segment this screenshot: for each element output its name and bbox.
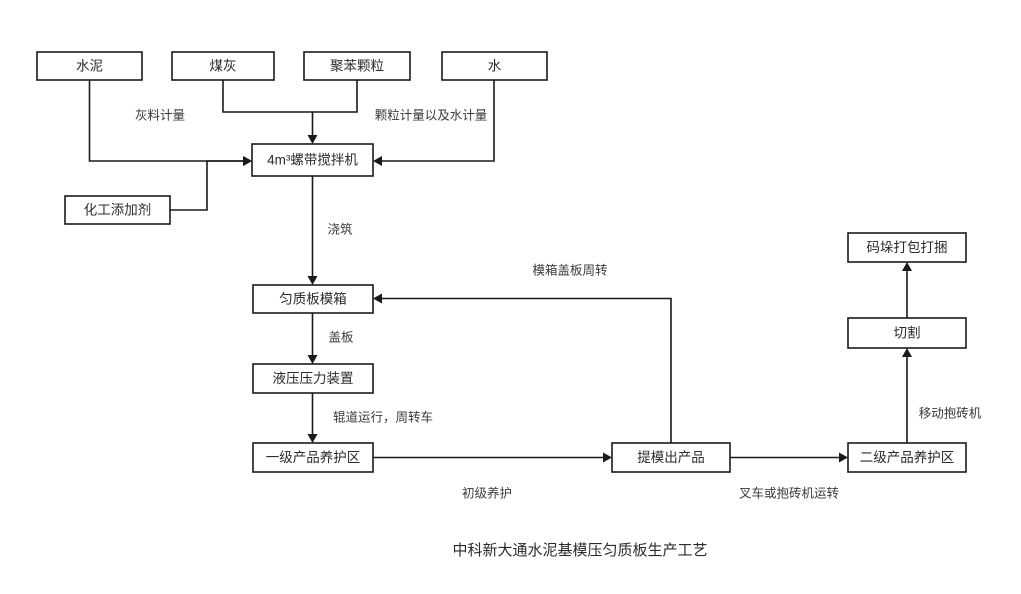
edge-cure1-to-demold: 初级养护 xyxy=(373,452,612,500)
edge-line xyxy=(170,160,244,211)
node-cure-1[interactable]: 一级产品养护区 xyxy=(252,442,374,473)
edge-demold-to-cure2: 叉车或抱砖机运转 xyxy=(730,452,848,500)
arrowhead-icon xyxy=(373,293,382,304)
node-box[interactable] xyxy=(441,51,548,81)
node-cure-2[interactable]: 二级产品养护区 xyxy=(847,442,967,473)
edge-line xyxy=(381,297,672,443)
edge-label-demold-to-cure2: 叉车或抱砖机运转 xyxy=(739,485,839,500)
edge-line xyxy=(381,80,495,162)
node-mold-box[interactable]: 匀质板模箱 xyxy=(252,284,374,314)
edge-additive-to-mixer xyxy=(170,156,252,211)
node-label-additive: 化工添加剂 xyxy=(84,203,152,218)
node-label-cure-2: 二级产品养护区 xyxy=(860,450,955,465)
node-mixer[interactable]: 4m³螺带搅拌机 xyxy=(251,143,374,177)
node-label-mixer: 4m³螺带搅拌机 xyxy=(267,153,358,168)
edge-cement-to-mixer: 灰料计量 xyxy=(88,80,252,166)
edge-cutting-to-palletizing xyxy=(902,262,912,318)
node-label-cure-1: 一级产品养护区 xyxy=(266,450,361,465)
edge-water-to-mixer: 颗粒计量以及水计量 xyxy=(373,80,495,166)
edge-moldbox-to-hydraulic: 盖板 xyxy=(307,313,354,364)
arrowhead-icon xyxy=(307,276,318,285)
node-box[interactable] xyxy=(252,442,374,473)
node-box[interactable] xyxy=(171,51,275,81)
node-box[interactable] xyxy=(252,284,374,314)
node-fly-ash[interactable]: 煤灰 xyxy=(171,51,275,81)
edge-label-hydraulic-to-cure1: 辊道运行，周转车 xyxy=(333,409,433,424)
node-cutting[interactable]: 切割 xyxy=(847,317,967,349)
node-box[interactable] xyxy=(251,143,374,177)
node-palletizing[interactable]: 码垛打包打捆 xyxy=(847,232,967,263)
node-label-palletizing: 码垛打包打捆 xyxy=(867,239,948,255)
node-box[interactable] xyxy=(252,363,374,394)
arrowhead-icon xyxy=(902,262,912,271)
node-label-eps: 聚苯颗粒 xyxy=(330,59,384,74)
node-label-hydraulic: 液压压力装置 xyxy=(273,371,354,386)
node-box[interactable] xyxy=(847,317,967,349)
node-box[interactable] xyxy=(847,442,967,473)
node-box[interactable] xyxy=(303,51,411,81)
edge-hydraulic-to-cure1: 辊道运行，周转车 xyxy=(307,393,433,443)
arrowhead-icon xyxy=(603,452,612,463)
edge-label-cure2-to-cutting: 移动抱砖机 xyxy=(919,405,982,420)
edge-label-demold-to-moldbox: 模箱盖板周转 xyxy=(532,262,607,277)
edge-label-water-to-mixer: 颗粒计量以及水计量 xyxy=(375,107,488,122)
node-label-fly-ash: 煤灰 xyxy=(210,59,237,74)
node-box[interactable] xyxy=(64,195,171,225)
edge-label-cure1-to-demold: 初级养护 xyxy=(462,485,512,500)
node-eps[interactable]: 聚苯颗粒 xyxy=(303,51,411,81)
arrowhead-icon xyxy=(307,434,318,443)
node-box[interactable] xyxy=(36,51,143,81)
arrowhead-icon xyxy=(839,452,848,463)
edge-line xyxy=(88,80,244,162)
edge-line xyxy=(222,80,358,136)
diagram-title: 中科新大通水泥基模压匀质板生产工艺 xyxy=(452,541,707,559)
node-label-cutting: 切割 xyxy=(894,325,921,341)
node-box[interactable] xyxy=(847,232,967,263)
edge-label-mixer-to-moldbox: 浇筑 xyxy=(327,221,353,236)
arrowhead-icon xyxy=(902,348,912,357)
node-label-cement: 水泥 xyxy=(76,59,103,74)
node-hydraulic[interactable]: 液压压力装置 xyxy=(252,363,374,394)
node-demold[interactable]: 提模出产品 xyxy=(611,442,731,473)
arrowhead-icon xyxy=(373,156,382,166)
arrowhead-icon xyxy=(307,135,318,144)
edge-cure2-to-cutting: 移动抱砖机 xyxy=(902,348,982,443)
edge-ash-eps-to-mixer xyxy=(222,80,358,144)
edge-demold-to-moldbox: 模箱盖板周转 xyxy=(373,262,672,443)
edge-label-cement-to-mixer: 灰料计量 xyxy=(135,108,185,122)
edge-mixer-to-moldbox: 浇筑 xyxy=(307,176,353,285)
node-label-demold: 提模出产品 xyxy=(637,450,705,465)
arrowhead-icon xyxy=(243,156,252,166)
node-label-water: 水 xyxy=(488,59,502,74)
node-label-mold-box: 匀质板模箱 xyxy=(279,292,347,307)
node-box[interactable] xyxy=(611,442,731,473)
arrowhead-icon xyxy=(307,355,318,364)
node-water[interactable]: 水 xyxy=(441,51,548,81)
node-cement[interactable]: 水泥 xyxy=(36,51,143,81)
edge-label-moldbox-to-hydraulic: 盖板 xyxy=(328,330,354,344)
node-additive[interactable]: 化工添加剂 xyxy=(64,195,171,225)
